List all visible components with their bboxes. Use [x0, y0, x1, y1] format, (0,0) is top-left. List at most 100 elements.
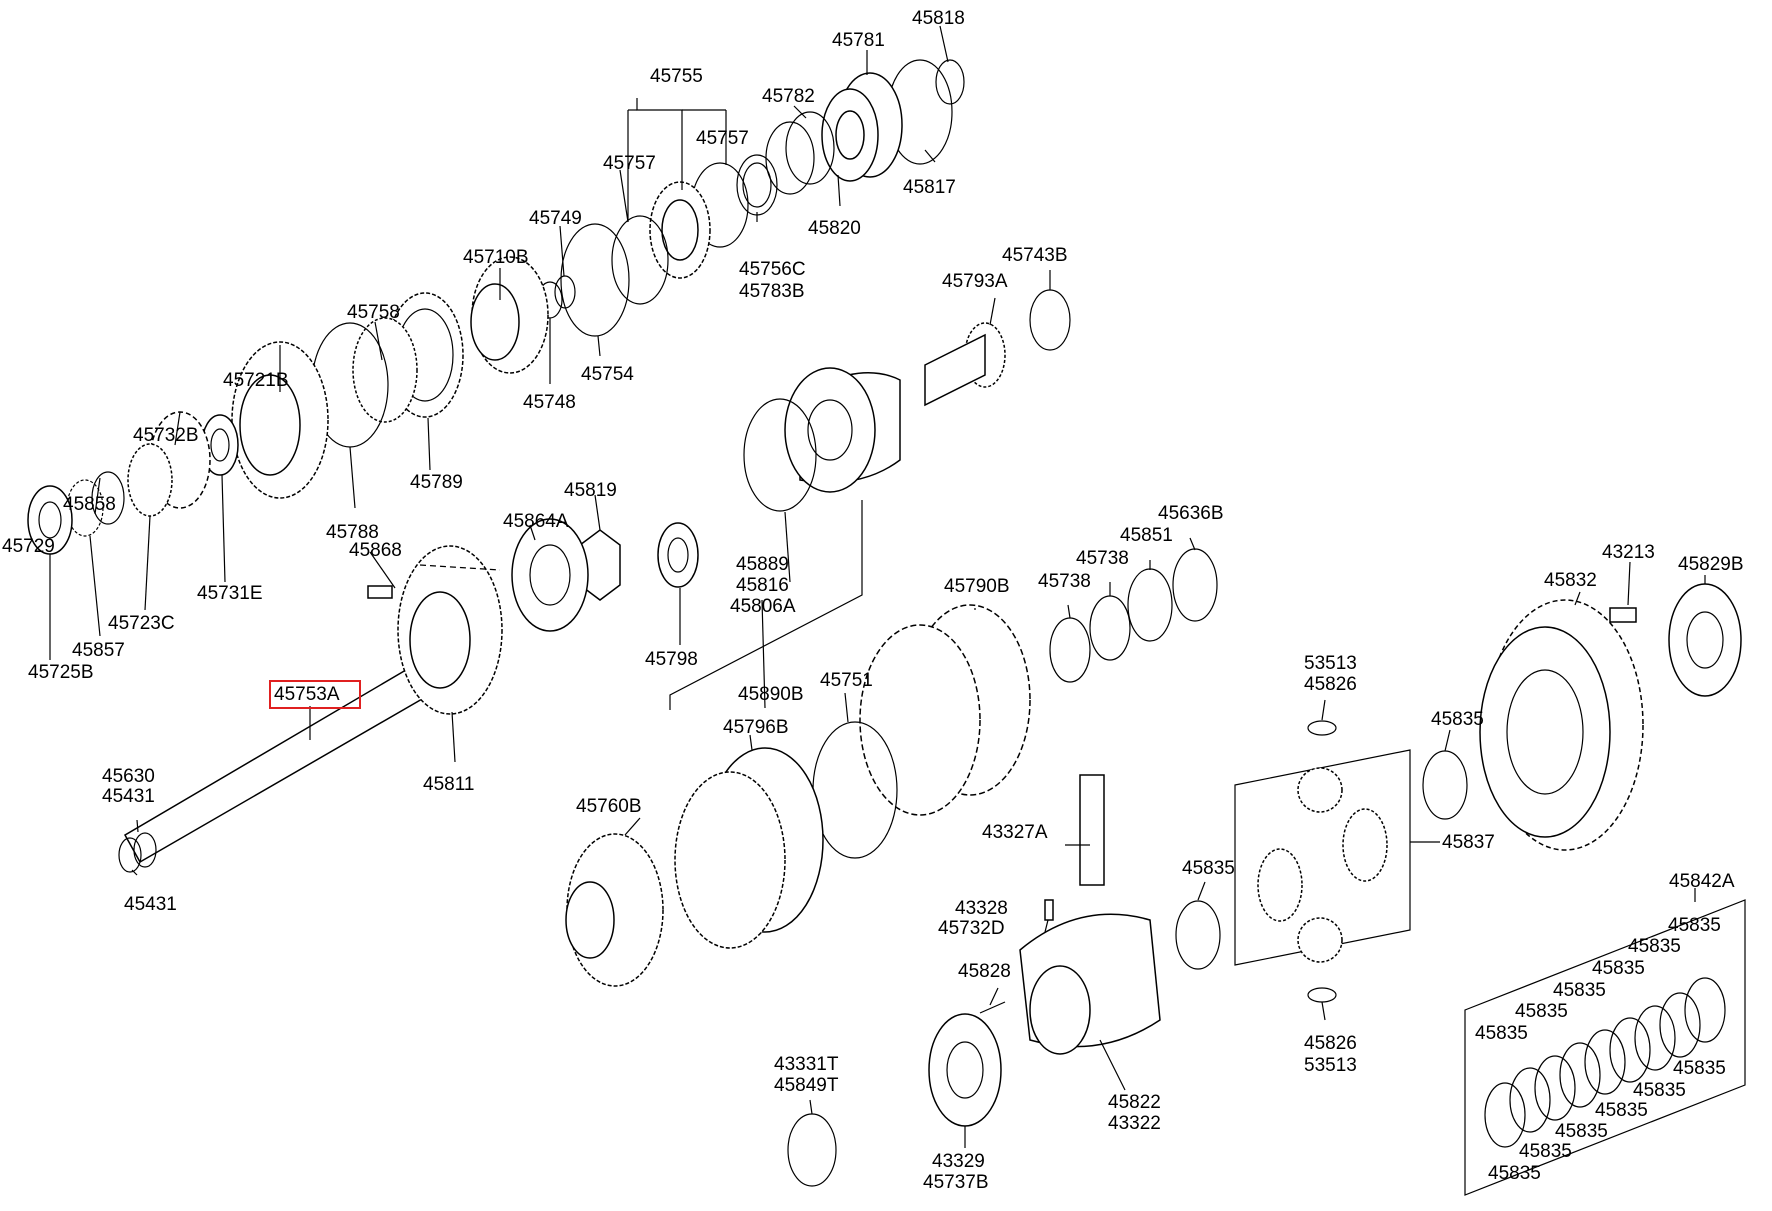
label-45842A: 45842A — [1669, 871, 1735, 892]
label-45758: 45758 — [347, 302, 400, 323]
bearing-45864A — [511, 518, 589, 632]
label-shim-45835-4: 45835 — [1553, 980, 1606, 1001]
label-45782: 45782 — [762, 86, 815, 107]
washer-45798-bore — [667, 537, 689, 573]
label-45820: 45820 — [808, 218, 861, 239]
shim-1 — [1484, 1082, 1526, 1148]
shim-4 — [1559, 1042, 1601, 1108]
label-shim-45835-2: 45835 — [1628, 936, 1681, 957]
label-45757-right: 45757 — [696, 128, 749, 149]
gear-45723C — [127, 443, 173, 517]
washer-45858 — [91, 471, 125, 525]
label-45857: 45857 — [72, 640, 125, 661]
bearing-45829B-bore — [1686, 611, 1724, 669]
label-43328: 43328 — [955, 898, 1008, 919]
gear-45811-hub — [409, 591, 471, 689]
label-45757-left: 45757 — [603, 153, 656, 174]
ring-45756C-inner — [742, 162, 772, 208]
label-shim-45835-7: 45835 — [1673, 1058, 1726, 1079]
washer-45798 — [657, 522, 699, 588]
label-shim-45835-1: 45835 — [1668, 915, 1721, 936]
ring-43331T — [787, 1113, 837, 1187]
label-45832: 45832 — [1544, 570, 1597, 591]
label-45835-mid: 45835 — [1182, 858, 1235, 879]
drum-45790B-back — [859, 624, 981, 816]
gear-45760B-hub — [565, 881, 615, 959]
ring-45431 — [118, 837, 142, 873]
label-45783B: 45783B — [739, 281, 805, 302]
label-45789: 45789 — [410, 472, 463, 493]
label-45798: 45798 — [645, 649, 698, 670]
label-45811: 45811 — [423, 774, 474, 795]
snap-ring-45754 — [560, 223, 630, 337]
shim-8 — [1659, 992, 1701, 1058]
spider-gear-top — [1297, 767, 1343, 813]
label-45756C: 45756C — [739, 259, 806, 280]
label-45721B: 45721B — [223, 370, 289, 391]
ring-45782 — [785, 111, 835, 185]
bolt-43213 — [1609, 607, 1637, 623]
label-45835-right: 45835 — [1431, 709, 1484, 730]
label-45851: 45851 — [1120, 525, 1173, 546]
label-shim-45835-6: 45835 — [1475, 1023, 1528, 1044]
label-45731E: 45731E — [197, 583, 263, 604]
label-45753A[interactable]: 45753A — [274, 684, 340, 705]
label-45822: 45822 — [1108, 1092, 1161, 1113]
ring-45758 — [352, 317, 418, 423]
label-45760B: 45760B — [576, 796, 642, 817]
label-43327A: 43327A — [982, 822, 1048, 843]
gear-45710B-hub — [470, 283, 520, 361]
label-45828: 45828 — [958, 961, 1011, 982]
label-43213: 43213 — [1602, 542, 1655, 563]
highlight-box-45753A — [269, 680, 361, 709]
bearing-45829B — [1668, 583, 1742, 697]
bearing-43329-bore — [946, 1041, 984, 1099]
label-shim-45835-5: 45835 — [1515, 1001, 1568, 1022]
label-45749: 45749 — [529, 208, 582, 229]
washer-45636B — [1172, 548, 1218, 622]
label-45738-upper: 45738 — [1076, 548, 1129, 569]
shim-3 — [1534, 1055, 1576, 1121]
label-45858: 45858 — [63, 494, 116, 515]
shim-6 — [1609, 1017, 1651, 1083]
gear-45721B-hub — [239, 374, 301, 476]
label-45743B: 45743B — [1002, 245, 1068, 266]
bolt-45868 — [367, 585, 393, 599]
shim-7 — [1634, 1005, 1676, 1071]
label-45729: 45729 — [2, 536, 55, 557]
label-45636B: 45636B — [1158, 503, 1224, 524]
bearing-43329 — [928, 1013, 1002, 1127]
label-45755: 45755 — [650, 66, 703, 87]
label-45829B: 45829B — [1678, 554, 1744, 575]
ring-gear-45832-face — [1479, 626, 1611, 838]
ring-45889 — [743, 398, 817, 512]
shim-5 — [1584, 1029, 1626, 1095]
shim-9 — [1684, 977, 1726, 1043]
washer-45826-bottom — [1307, 987, 1337, 1003]
label-45819: 45819 — [564, 480, 617, 501]
label-45826-top: 45826 — [1304, 674, 1357, 695]
washer-45826-top — [1307, 720, 1337, 736]
label-53513-top: 53513 — [1304, 653, 1357, 674]
label-45837: 45837 — [1442, 832, 1495, 853]
label-shim-45835-3: 45835 — [1592, 958, 1645, 979]
washer-45835-single-b — [1422, 750, 1468, 820]
label-shim-45835-10: 45835 — [1555, 1121, 1608, 1142]
label-45710B: 45710B — [463, 247, 529, 268]
label-45431-lower: 45431 — [124, 894, 177, 915]
box-45842A — [1464, 899, 1746, 1196]
ring-45743B — [1029, 289, 1071, 351]
washer-45835-single-a — [1175, 900, 1221, 970]
shaft-45793A — [924, 333, 986, 407]
leader-lines — [49, 25, 1706, 1148]
bearing-45864A-bore — [529, 544, 571, 606]
label-45816: 45816 — [736, 575, 789, 596]
label-45748: 45748 — [523, 392, 576, 413]
label-shim-45835-11: 45835 — [1519, 1141, 1572, 1162]
snap-ring-45818 — [935, 59, 965, 105]
synchro-45755-hub — [661, 199, 699, 261]
ring-gear-45796B-teeth — [674, 771, 786, 949]
label-45732D: 45732D — [938, 918, 1005, 939]
